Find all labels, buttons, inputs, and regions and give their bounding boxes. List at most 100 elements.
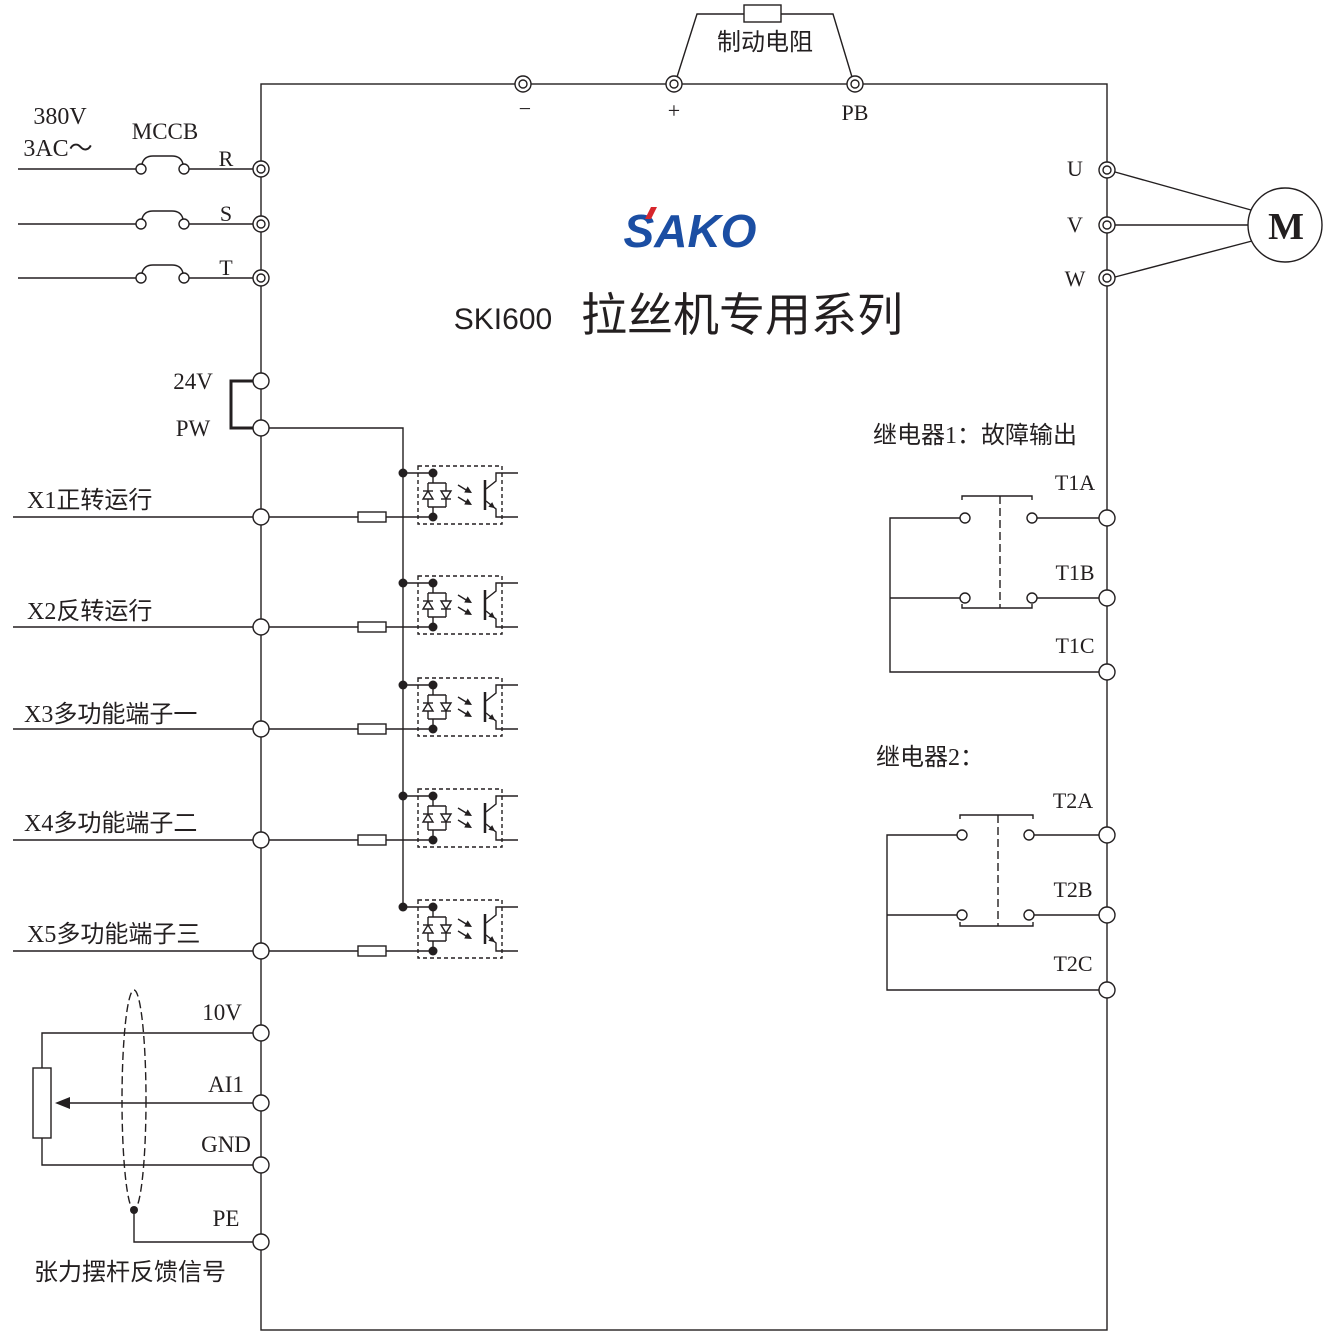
inverter-outline xyxy=(260,83,1108,1331)
relay-1-contact xyxy=(1026,512,1038,524)
terminal-pe xyxy=(252,1233,270,1251)
terminal-x2 xyxy=(252,618,270,636)
terminal-plus xyxy=(665,75,683,93)
logo-text: SAKO xyxy=(624,205,757,257)
motor-wires xyxy=(1114,171,1253,278)
terminal-10v-label: 10V xyxy=(202,1000,242,1025)
logo-accent xyxy=(645,207,657,219)
brake-resistor xyxy=(743,4,782,23)
input-x4-resistor xyxy=(357,834,387,846)
terminal-24v-label: 24V xyxy=(173,369,213,394)
terminal-r-label: R xyxy=(219,146,234,171)
input-x2: X2反转运行 xyxy=(13,574,520,636)
input-x5-resistor xyxy=(357,945,387,957)
motor-output: U V W M xyxy=(1065,156,1323,291)
supply-terminals: 24V PW xyxy=(173,369,404,907)
terminal-u-label: U xyxy=(1067,156,1083,181)
relay-1: 继电器1：故障输出 T1A T1B T1C xyxy=(873,422,1116,681)
terminal-w-label: W xyxy=(1065,266,1086,291)
motor-label: M xyxy=(1268,206,1304,248)
terminal-w xyxy=(1098,269,1116,287)
terminal-r xyxy=(252,160,270,178)
terminal-v-label: V xyxy=(1067,212,1083,237)
terminal-x5 xyxy=(252,942,270,960)
relay-1-title: 继电器1：故障输出 xyxy=(873,422,1077,449)
input-x4-optocoupler xyxy=(397,787,520,849)
jumper-24v-pw xyxy=(229,379,254,430)
terminal-ai1-label: AI1 xyxy=(208,1072,244,1097)
potentiometer xyxy=(32,1067,52,1139)
input-x2-optocoupler xyxy=(397,574,520,636)
input-x5: X5多功能端子三 xyxy=(13,898,520,960)
analog-input: 10V AI1 GND PE 张力摆杆反馈信号 xyxy=(32,989,270,1286)
terminal-pe-label: PE xyxy=(213,1206,240,1231)
input-x1-optocoupler xyxy=(397,464,520,526)
brake-resistor-circuit: 制动电阻 xyxy=(676,4,853,78)
relay-2-contact-bar-top xyxy=(959,814,1034,819)
wire-10v xyxy=(41,1032,253,1068)
input-x2-label: X2反转运行 xyxy=(27,598,152,625)
relay-2-contact xyxy=(1023,829,1035,841)
terminal-t1a xyxy=(1098,509,1116,527)
terminal-t1c xyxy=(1098,663,1116,681)
terminal-10v xyxy=(252,1024,270,1042)
terminal-t2b xyxy=(1098,906,1116,924)
relay-1-contact-bar-bottom xyxy=(961,604,1033,609)
series-title: 拉丝机专用系列 xyxy=(581,290,903,341)
terminal-s-label: S xyxy=(220,201,232,226)
pw-common-bus xyxy=(269,427,404,907)
power-input: 380V 3AC～ MCCB R S T xyxy=(18,104,270,287)
relay-1-contact xyxy=(1026,592,1038,604)
input-x5-optocoupler xyxy=(397,898,520,960)
input-x1: X1正转运行 xyxy=(13,464,520,526)
terminal-t1a-label: T1A xyxy=(1055,470,1095,495)
terminal-x4 xyxy=(252,831,270,849)
terminal-plus-label: + xyxy=(668,98,680,123)
relay-2-contact-bar-bottom xyxy=(959,922,1034,927)
terminal-pb-label: PB xyxy=(842,100,869,125)
terminal-minus-label: − xyxy=(519,96,531,121)
relay-2-wires xyxy=(886,834,1099,991)
input-x3-optocoupler xyxy=(397,676,520,738)
relay-1-wires xyxy=(889,517,1099,673)
brake-resistor-label: 制动电阻 xyxy=(717,29,813,56)
dc-bus-terminals: − + PB xyxy=(514,75,869,125)
terminal-t1b xyxy=(1098,589,1116,607)
wire-gnd xyxy=(41,1138,253,1166)
terminal-pw xyxy=(252,419,270,437)
breaker-s xyxy=(135,210,190,230)
supply-phase-label: 3AC～ xyxy=(23,136,92,162)
terminal-t1c-label: T1C xyxy=(1055,633,1094,658)
motor-symbol xyxy=(1247,187,1323,263)
terminal-v xyxy=(1098,216,1116,234)
terminal-gnd-label: GND xyxy=(201,1132,251,1157)
input-x1-label: X1正转运行 xyxy=(27,487,152,514)
terminal-pw-label: PW xyxy=(176,416,211,441)
breaker-r xyxy=(135,155,190,175)
input-x4: X4多功能端子二 xyxy=(13,787,520,849)
input-x3-label: X3多功能端子一 xyxy=(24,701,197,728)
terminal-x1 xyxy=(252,508,270,526)
brake-resistor-wire xyxy=(676,13,853,78)
supply-voltage-label: 380V xyxy=(33,104,87,130)
input-x2-resistor xyxy=(357,621,387,633)
analog-input-caption: 张力摆杆反馈信号 xyxy=(34,1259,226,1286)
shield-junction xyxy=(130,1206,138,1214)
wiper-arrow-icon xyxy=(55,1097,70,1109)
model-name: SKI600 xyxy=(454,303,552,336)
relay-1-contact xyxy=(959,512,971,524)
input-x5-label: X5多功能端子三 xyxy=(27,921,200,948)
terminal-t2c xyxy=(1098,981,1116,999)
terminal-t2c-label: T2C xyxy=(1053,951,1092,976)
terminal-t2b-label: T2B xyxy=(1053,877,1092,902)
relay-1-contact-bar-top xyxy=(961,495,1033,500)
terminal-t2a xyxy=(1098,826,1116,844)
input-x3: X3多功能端子一 xyxy=(13,676,520,738)
relay-2-contact xyxy=(956,829,968,841)
relay-1-contact xyxy=(959,592,971,604)
brand-logo: SAKO xyxy=(624,205,757,257)
relay-2: 继电器2： T2A T2B T2C xyxy=(876,744,1116,999)
breaker-t xyxy=(135,264,190,284)
relay-2-contact xyxy=(1023,909,1035,921)
terminal-t1b-label: T1B xyxy=(1055,560,1094,585)
